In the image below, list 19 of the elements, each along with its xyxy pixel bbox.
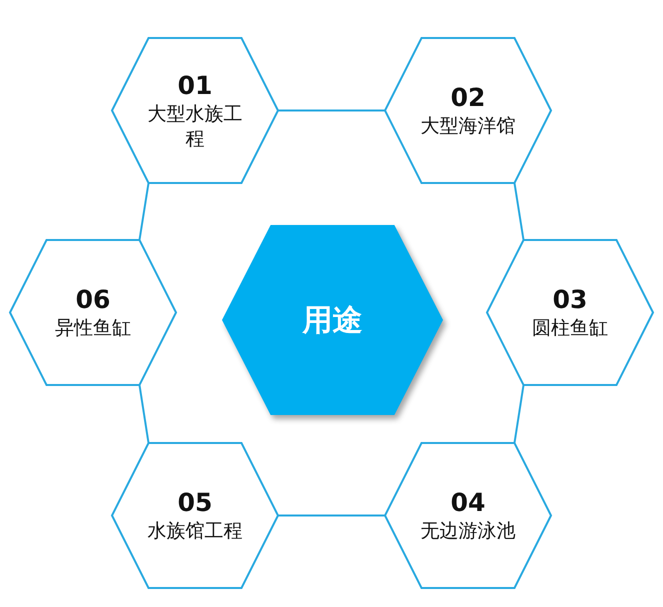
number-label: 01	[178, 70, 212, 102]
usage-text: 无边游泳池	[420, 519, 516, 544]
usage-text: 大型海洋馆	[420, 114, 516, 139]
title-text: 用途	[302, 302, 362, 340]
connector-line	[278, 110, 385, 112]
number-label: 06	[76, 284, 110, 316]
connector-line	[514, 384, 524, 444]
number-label: 03	[552, 284, 588, 316]
connector-line	[138, 384, 150, 444]
usage-text: 圆柱鱼缸	[532, 316, 608, 341]
usage-text: 异性鱼缸	[55, 316, 131, 341]
connector-line	[514, 182, 524, 240]
number-label: 05	[178, 487, 212, 519]
connector-line	[278, 514, 385, 516]
usage-text: 大型水族工程	[146, 102, 244, 152]
number-label: 02	[450, 82, 486, 114]
connector-line	[138, 182, 150, 240]
usage-text: 水族馆工程	[148, 519, 242, 544]
number-label: 04	[450, 487, 486, 519]
